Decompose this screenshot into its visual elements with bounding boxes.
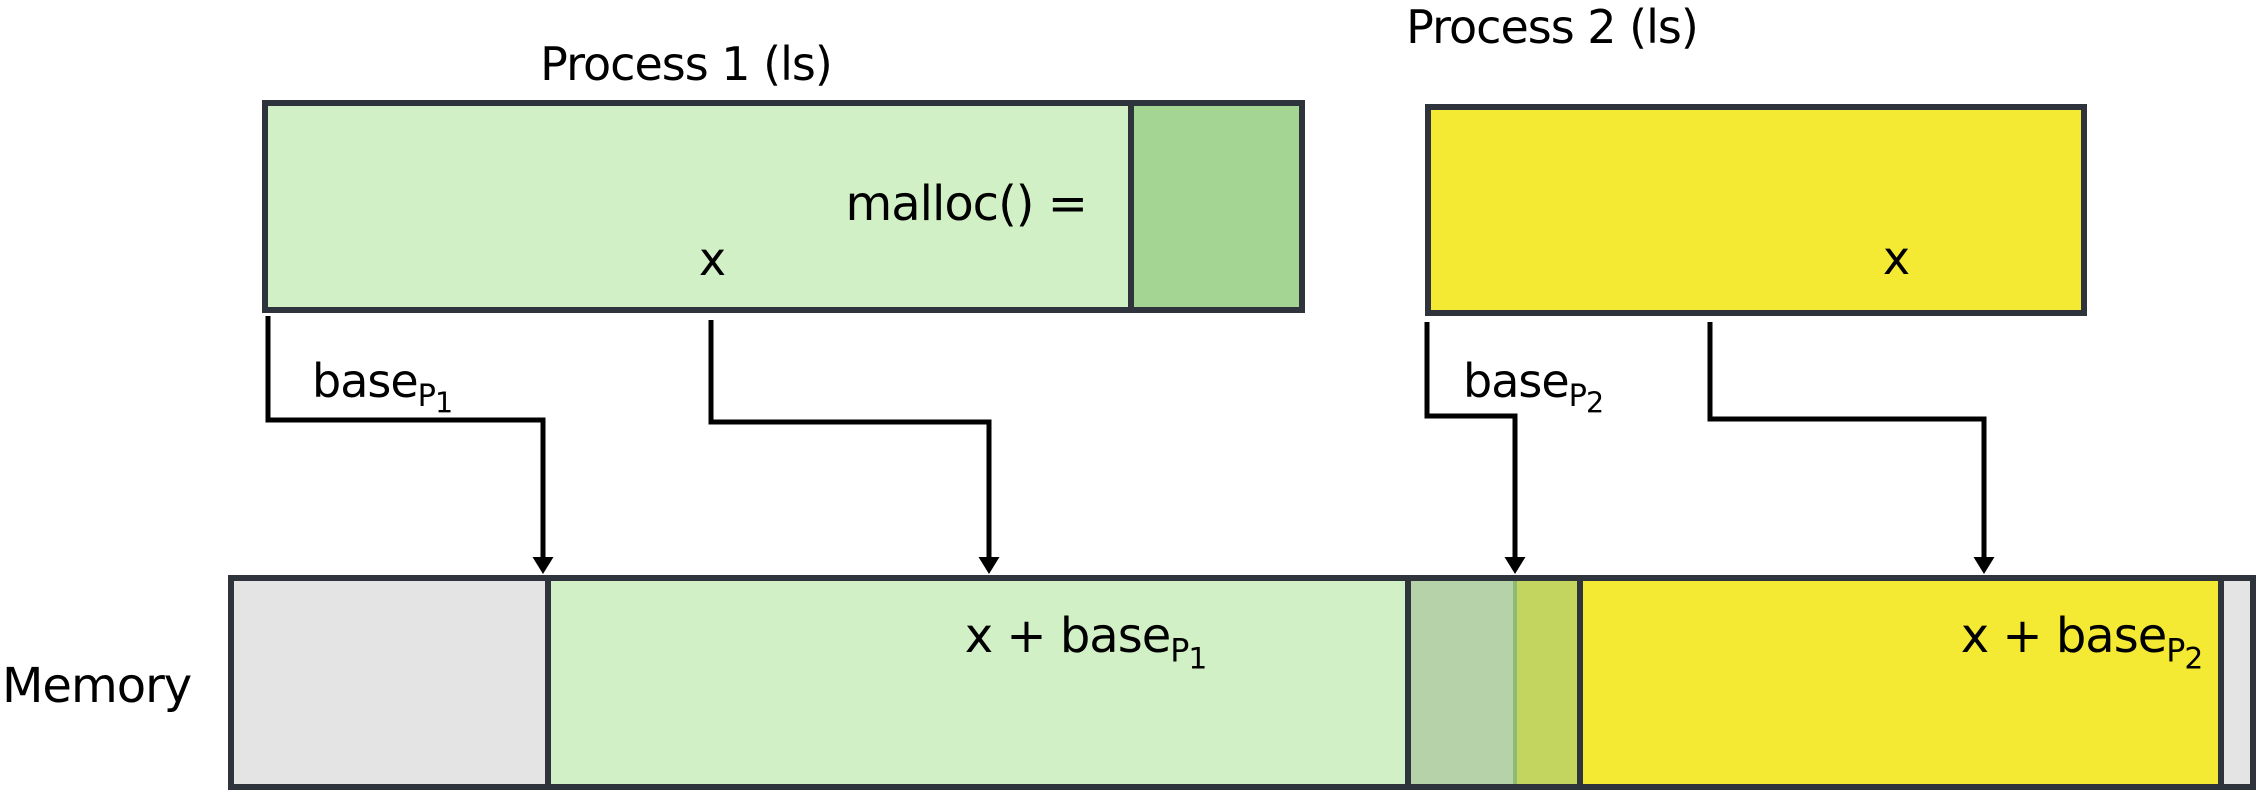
green-address-text: x + base	[964, 607, 1172, 664]
process2-x-pointer-label: x	[1882, 231, 1910, 285]
memory-process1-segment	[551, 581, 1405, 784]
memory-right-gray-sliver	[2224, 581, 2250, 784]
green-address-subsub: 1	[1188, 641, 1208, 677]
process1-x-pointer-label: x	[698, 232, 726, 286]
down-elbow-arrow-x-p1	[708, 320, 1000, 575]
yellow-address-text: x + base	[1960, 607, 2168, 664]
base-p1-sub: P	[417, 379, 436, 415]
memory-divider-1	[545, 581, 551, 784]
base-p1-text: base	[312, 354, 419, 408]
base-p1-subsub: 1	[434, 386, 454, 420]
memory-process2-segment	[1583, 581, 2218, 784]
process1-segment-divider	[1128, 106, 1134, 307]
memory-green-address-label: x + baseP1	[965, 612, 1208, 674]
green-address-sub: P	[1170, 633, 1189, 670]
process1-address-space-box	[262, 100, 1305, 313]
memory-os-gray-segment	[234, 581, 545, 784]
memory-divider-2	[1405, 581, 1411, 784]
memory-overlap-segment	[1517, 581, 1577, 784]
process1-malloc-allocation-segment	[1134, 106, 1299, 307]
process2-space-segment	[1431, 110, 2081, 310]
down-elbow-arrow-x-p2	[1707, 322, 1995, 575]
down-elbow-arrow-base-p1	[265, 316, 554, 575]
memory-thin-green-divider	[1513, 581, 1517, 784]
yellow-address-subsub: 2	[2184, 641, 2204, 677]
process1-free-space-segment	[268, 106, 1128, 307]
memory-yellow-address-label: x + baseP2	[1961, 612, 2204, 674]
yellow-address-sub: P	[2166, 633, 2185, 670]
memory-divider-4	[2218, 581, 2224, 784]
memory-process1-malloc-segment	[1411, 581, 1513, 784]
physical-memory-bar	[228, 575, 2256, 790]
memory-axis-label: Memory	[2, 658, 192, 714]
base-p2-text: base	[1463, 354, 1570, 408]
process2-title: Process 2 (ls)	[1406, 0, 1699, 54]
process2-address-space-box	[1425, 104, 2087, 316]
base-p1-label: baseP1	[312, 358, 453, 418]
base-p2-subsub: 2	[1585, 386, 1605, 420]
base-p2-label: baseP2	[1463, 358, 1604, 418]
memory-divider-3	[1577, 581, 1583, 784]
process1-malloc-label: malloc() =	[845, 176, 1088, 232]
process1-title: Process 1 (ls)	[540, 37, 833, 91]
base-p2-sub: P	[1568, 379, 1587, 415]
